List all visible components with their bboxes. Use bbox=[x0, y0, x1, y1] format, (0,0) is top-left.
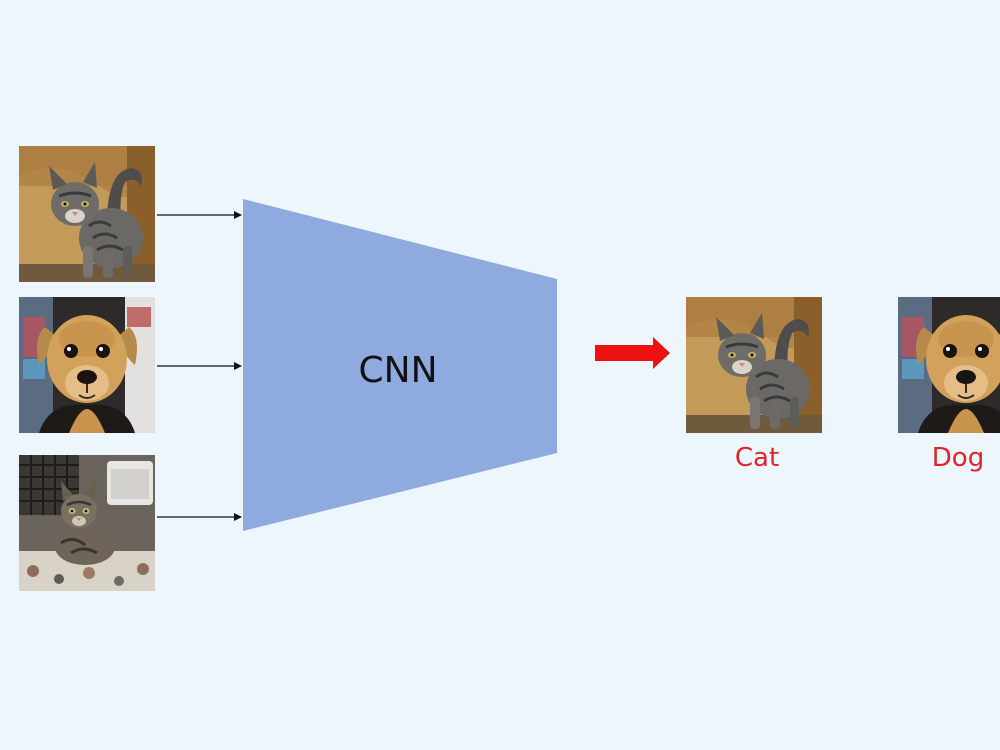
cnn-trapezoid bbox=[243, 199, 557, 531]
input-image-dog bbox=[19, 297, 155, 433]
red-arrow-icon bbox=[595, 337, 670, 369]
input-image-kitten bbox=[19, 455, 155, 591]
output-dog: Dog bbox=[898, 297, 1000, 473]
input-connectors bbox=[157, 211, 242, 521]
dog-photo-icon bbox=[19, 297, 155, 433]
output-cat: Cat bbox=[686, 297, 822, 473]
cat-photo-icon bbox=[19, 146, 155, 282]
cnn-label: CNN bbox=[359, 350, 438, 391]
output-label-cat: Cat bbox=[735, 443, 779, 473]
input-images bbox=[19, 146, 155, 591]
cat-photo-icon bbox=[686, 297, 822, 433]
output-arrow bbox=[595, 337, 670, 369]
input-image-cat bbox=[19, 146, 155, 282]
kitten-photo-icon bbox=[19, 455, 155, 591]
cnn-block: CNN bbox=[243, 199, 557, 531]
dog-photo-icon bbox=[898, 297, 1000, 433]
output-label-dog: Dog bbox=[932, 443, 984, 473]
